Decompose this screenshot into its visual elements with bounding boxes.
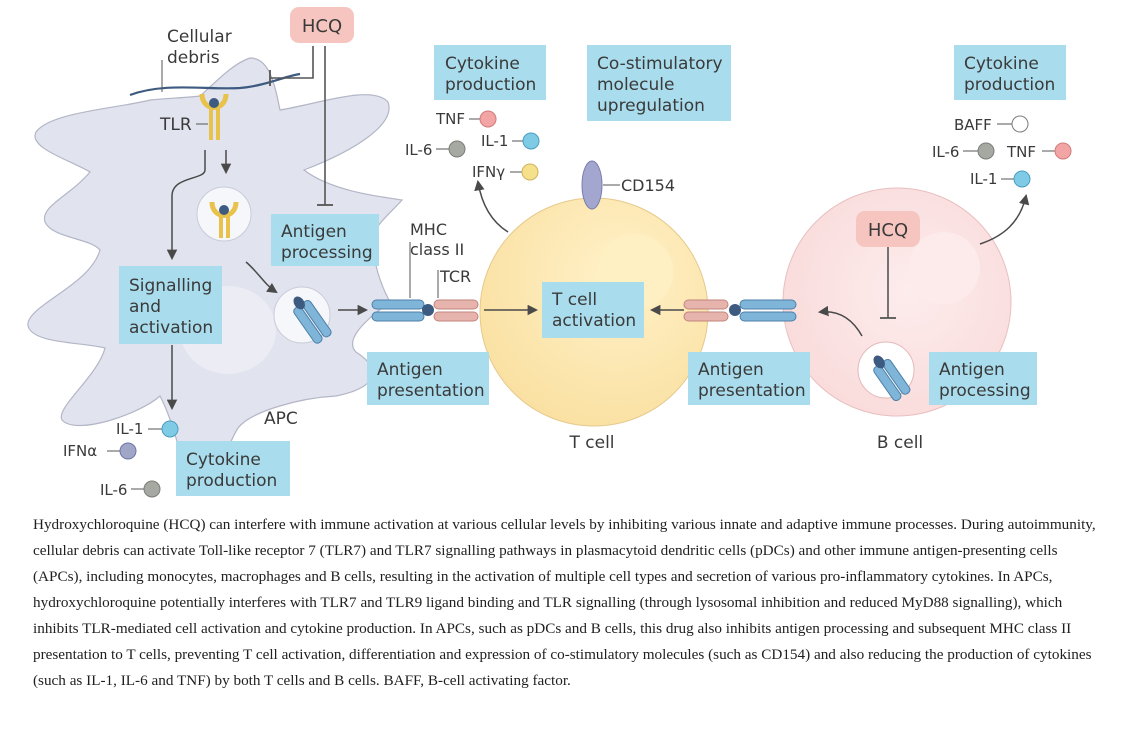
- cellular-debris-line1: Cellular: [167, 27, 232, 47]
- arrow-to-signalling: [166, 150, 206, 261]
- svg-text:IL-6: IL-6: [932, 143, 959, 161]
- arrow-bcell-to-presentation: [817, 305, 863, 337]
- tlr-label: TLR: [159, 115, 192, 135]
- tcell-cytokine-il1: IL-1: [481, 132, 540, 150]
- antigen-presentation-right-line2: presentation: [698, 381, 806, 401]
- costim-line2: molecule: [597, 75, 674, 95]
- bcell-cytokine-baff: BAFF: [954, 115, 1029, 134]
- tlr-endosome-receptor: [209, 201, 239, 238]
- mechanism-diagram: HCQ HCQ Cytokine production Co-stimulato…: [27, 7, 1072, 499]
- signalling-line2: and: [129, 297, 161, 317]
- tcell-activation-box: [542, 282, 644, 338]
- svg-text:IL-6: IL-6: [100, 481, 127, 499]
- cd154-label: CD154: [621, 176, 675, 195]
- svg-text:IL-1: IL-1: [481, 132, 508, 150]
- mhc-tcr-complex-left: [371, 299, 479, 322]
- cytokine-tcell-box: [434, 45, 546, 100]
- svg-text:IL-1: IL-1: [970, 170, 997, 188]
- cytokine-tcell-line1: Cytokine: [445, 54, 520, 74]
- apc-cytokine-ifna: IFNα: [63, 442, 137, 460]
- cytokine-tcell-line2: production: [445, 75, 536, 95]
- antigen-presentation-left-line1: Antigen: [377, 360, 443, 380]
- costim-line1: Co-stimulatory: [597, 54, 723, 74]
- hcq-top-box: [290, 7, 354, 43]
- tcell-cytokine-ifng: IFNγ: [472, 163, 539, 181]
- antigen-processing-bcell-box: [929, 352, 1037, 405]
- cytokine-apc-line1: Cytokine: [186, 450, 261, 470]
- svg-text:TNF: TNF: [435, 110, 465, 128]
- figure-caption: Hydroxychloroquine (HCQ) can interfere w…: [33, 516, 1096, 689]
- antigen-processing-apc-line2: processing: [281, 243, 373, 263]
- cytokine-bcell-line1: Cytokine: [964, 54, 1039, 74]
- antigen-presentation-right-box: [688, 352, 810, 405]
- costim-box: [587, 45, 731, 121]
- mhc-antigen-bcell: [873, 355, 911, 402]
- hcq-inhibit-debris: [270, 46, 314, 79]
- antigen-presentation-left-line2: presentation: [377, 381, 485, 401]
- signalling-box: [119, 266, 222, 344]
- b-cell-nucleus: [908, 232, 980, 304]
- antigen-presentation-left-box: [367, 352, 489, 405]
- tlr-receptor: [199, 93, 229, 140]
- svg-text:IFNα: IFNα: [63, 442, 97, 460]
- arrow-to-processing-apc: [245, 261, 278, 294]
- costim-line3: upregulation: [597, 96, 705, 116]
- tcr-label: TCR: [439, 267, 471, 286]
- tcell-label: T cell: [568, 433, 614, 453]
- svg-text:IL-6: IL-6: [405, 141, 432, 159]
- tcell-cytokine-tnf: TNF: [435, 110, 497, 128]
- apc-label: APC: [264, 409, 298, 429]
- svg-text:BAFF: BAFF: [954, 116, 992, 134]
- tcell-cytokine-il6: IL-6: [405, 140, 466, 159]
- hcq-bcell-box: [856, 211, 920, 247]
- cytokine-apc-box: [176, 441, 290, 496]
- tcell-activation-line2: activation: [552, 311, 636, 331]
- svg-text:IL-1: IL-1: [116, 420, 143, 438]
- mhc-line2: class II: [410, 240, 464, 259]
- mhc-antigen-apc: [293, 296, 332, 344]
- cytokine-apc-line2: production: [186, 471, 277, 491]
- bcell-cytokine-il6: IL-6: [932, 142, 995, 161]
- signalling-line3: activation: [129, 318, 213, 338]
- arrow-tcell-cytokine: [474, 179, 509, 233]
- antigen-presentation-right-line1: Antigen: [698, 360, 764, 380]
- apc-cytokine-il6: IL-6: [100, 480, 161, 499]
- svg-text:TNF: TNF: [1006, 143, 1036, 161]
- bcell-cytokine-il1: IL-1: [970, 170, 1031, 188]
- cytokine-bcell-box: [954, 45, 1066, 100]
- antigen-processing-apc-box: [271, 214, 379, 266]
- arrow-bcell-cytokine: [979, 193, 1030, 245]
- cellular-debris-line2: debris: [167, 48, 220, 68]
- antigen-processing-bcell-line2: processing: [939, 381, 1031, 401]
- hcq-bcell-label: HCQ: [868, 220, 908, 241]
- bcell-label: B cell: [877, 433, 923, 453]
- tcell-activation-line1: T cell: [551, 290, 597, 310]
- svg-text:IFNγ: IFNγ: [472, 163, 505, 181]
- antigen-processing-apc-line1: Antigen: [281, 222, 347, 242]
- mhc-tcr-complex-right: [683, 299, 797, 322]
- hcq-top-label: HCQ: [302, 16, 342, 37]
- apc-cytokine-il1: IL-1: [116, 420, 179, 438]
- cd154-molecule: [581, 160, 603, 210]
- signalling-line1: Signalling: [129, 276, 212, 296]
- cytokine-bcell-line2: production: [964, 75, 1055, 95]
- mhc-line1: MHC: [410, 220, 447, 239]
- antigen-processing-bcell-line1: Antigen: [939, 360, 1005, 380]
- bcell-cytokine-tnf: TNF: [1006, 142, 1072, 161]
